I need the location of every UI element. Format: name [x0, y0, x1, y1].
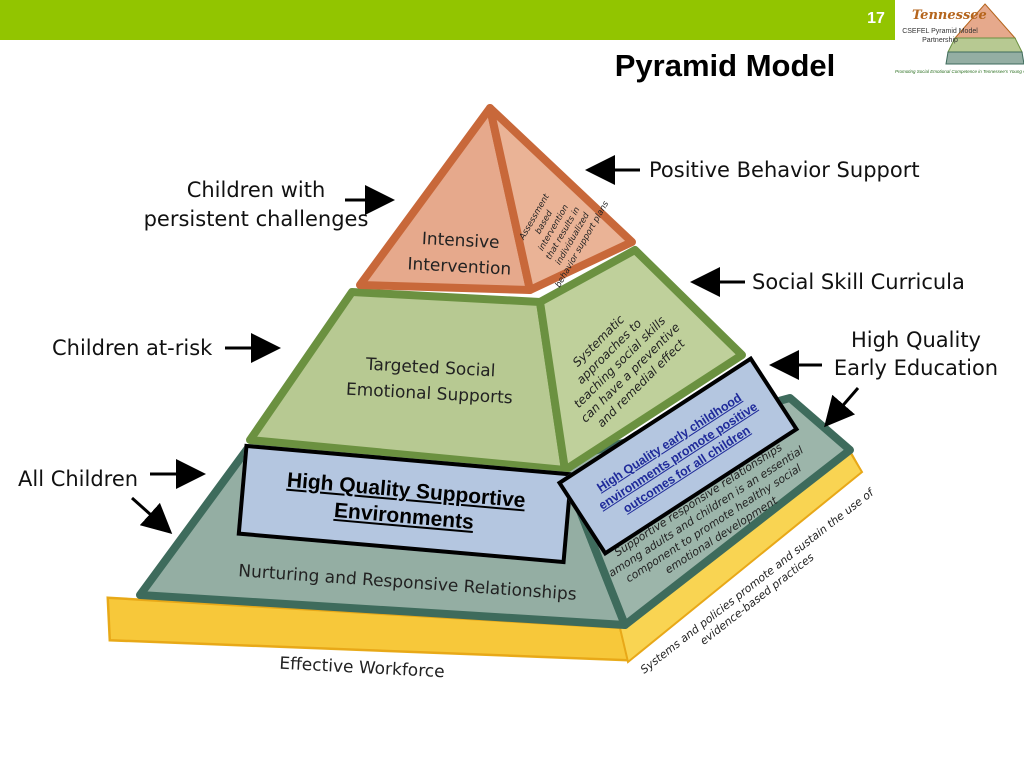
mid-tier-side	[536, 246, 746, 474]
slide-number: 17	[867, 10, 885, 27]
top-tier-side	[486, 104, 636, 294]
logo-state: Tennessee	[912, 8, 987, 23]
mid-front-text: Targeted Social Emotional Supports	[345, 354, 514, 409]
label-positive-behavior-support: Positive Behavior Support	[649, 158, 920, 182]
page-title: Pyramid Model	[614, 48, 836, 83]
logo-line2: Partnership	[922, 37, 958, 44]
arrow-all-children-2	[130, 496, 173, 535]
label-children-at-risk: Children at-risk	[52, 336, 213, 360]
label-high-quality: High Quality	[851, 328, 981, 352]
label-social-skill-curricula: Social Skill Curricula	[752, 270, 965, 294]
logo-line1: CSEFEL Pyramid Model	[902, 28, 978, 35]
label-persistent-challenges: persistent challenges	[143, 207, 369, 231]
label-children-with: Children with	[186, 178, 326, 202]
logo-tagline: Promoting Social Emotional Competence in…	[895, 69, 1024, 74]
label-all-children: All Children	[18, 467, 139, 491]
arrow-hq-2	[824, 387, 860, 428]
header-bar	[0, 0, 895, 40]
logo-pyramid-icon	[945, 3, 1024, 65]
logo	[895, 0, 1024, 78]
top-front-text: Intensive Intervention	[406, 228, 512, 280]
label-early-education: Early Education	[833, 356, 999, 380]
